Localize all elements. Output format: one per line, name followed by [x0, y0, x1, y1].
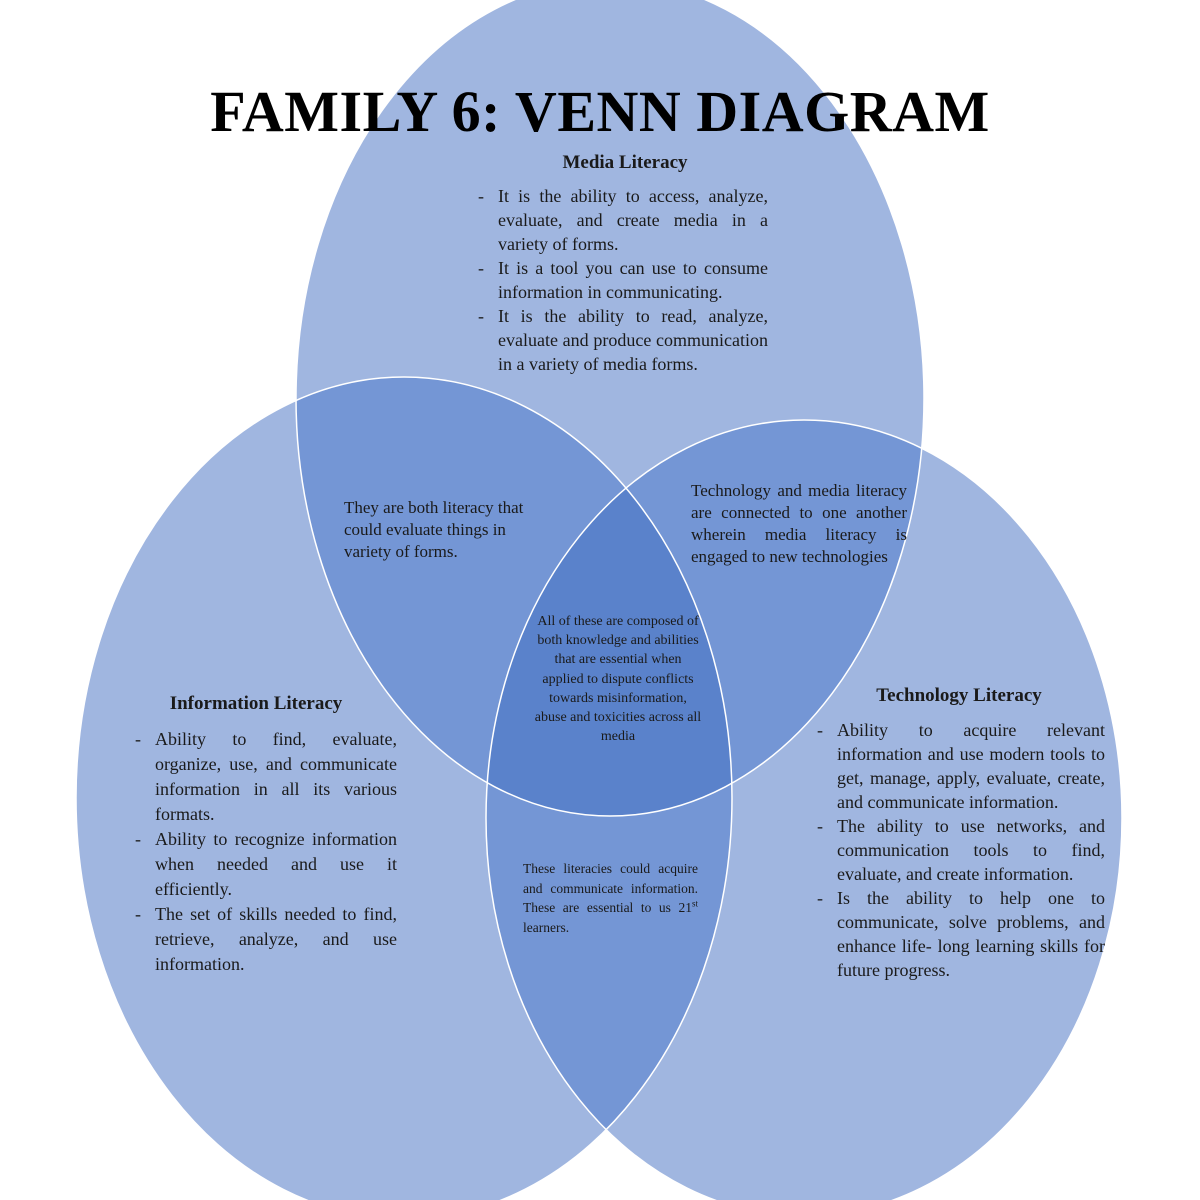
information-technology-overlap-end: learners.: [523, 919, 570, 935]
information-literacy-item: Ability to recognize information when ne…: [133, 827, 397, 902]
technology-literacy-heading: Technology Literacy: [876, 685, 1042, 706]
information-literacy-item: The set of skills needed to find, retrie…: [133, 902, 397, 977]
technology-literacy-list: Ability to acquire relevant information …: [815, 718, 1105, 982]
technology-literacy-item: The ability to use networks, and communi…: [815, 814, 1105, 886]
technology-literacy-item: Ability to acquire relevant information …: [815, 718, 1105, 814]
media-technology-overlap-text: Technology and media literacy are connec…: [691, 481, 907, 566]
media-literacy-item: It is a tool you can use to consume info…: [476, 256, 768, 304]
information-literacy-outline: [75, 376, 733, 1200]
media-literacy-outline: [295, 0, 925, 817]
information-literacy-heading: Information Literacy: [169, 693, 343, 714]
ordinal-suffix: st: [691, 898, 698, 909]
media-information-overlap-text: They are both literacy that could evalua…: [344, 498, 524, 561]
information-technology-overlap-body: These literacies could acquire and commu…: [523, 861, 698, 915]
technology-literacy-outline: [485, 419, 1123, 1200]
information-technology-overlap-text: These literacies could acquire and commu…: [523, 859, 698, 937]
information-literacy-item: Ability to find, evaluate, organize, use…: [133, 727, 397, 827]
overlap-all-three: [486, 420, 732, 816]
media-literacy-list: It is the ability to access, analyze, ev…: [476, 184, 768, 376]
technology-literacy-item: Is the ability to help one to communicat…: [815, 886, 1105, 982]
page-title: FAMILY 6: VENN DIAGRAM: [210, 79, 990, 144]
media-literacy-heading: Media Literacy: [562, 152, 688, 173]
media-literacy-item: It is the ability to read, analyze, eval…: [476, 304, 768, 376]
information-literacy-list: Ability to find, evaluate, organize, use…: [133, 727, 397, 977]
media-literacy-item: It is the ability to access, analyze, ev…: [476, 184, 768, 256]
all-three-overlap-text: All of these are composed of both knowle…: [534, 614, 702, 745]
